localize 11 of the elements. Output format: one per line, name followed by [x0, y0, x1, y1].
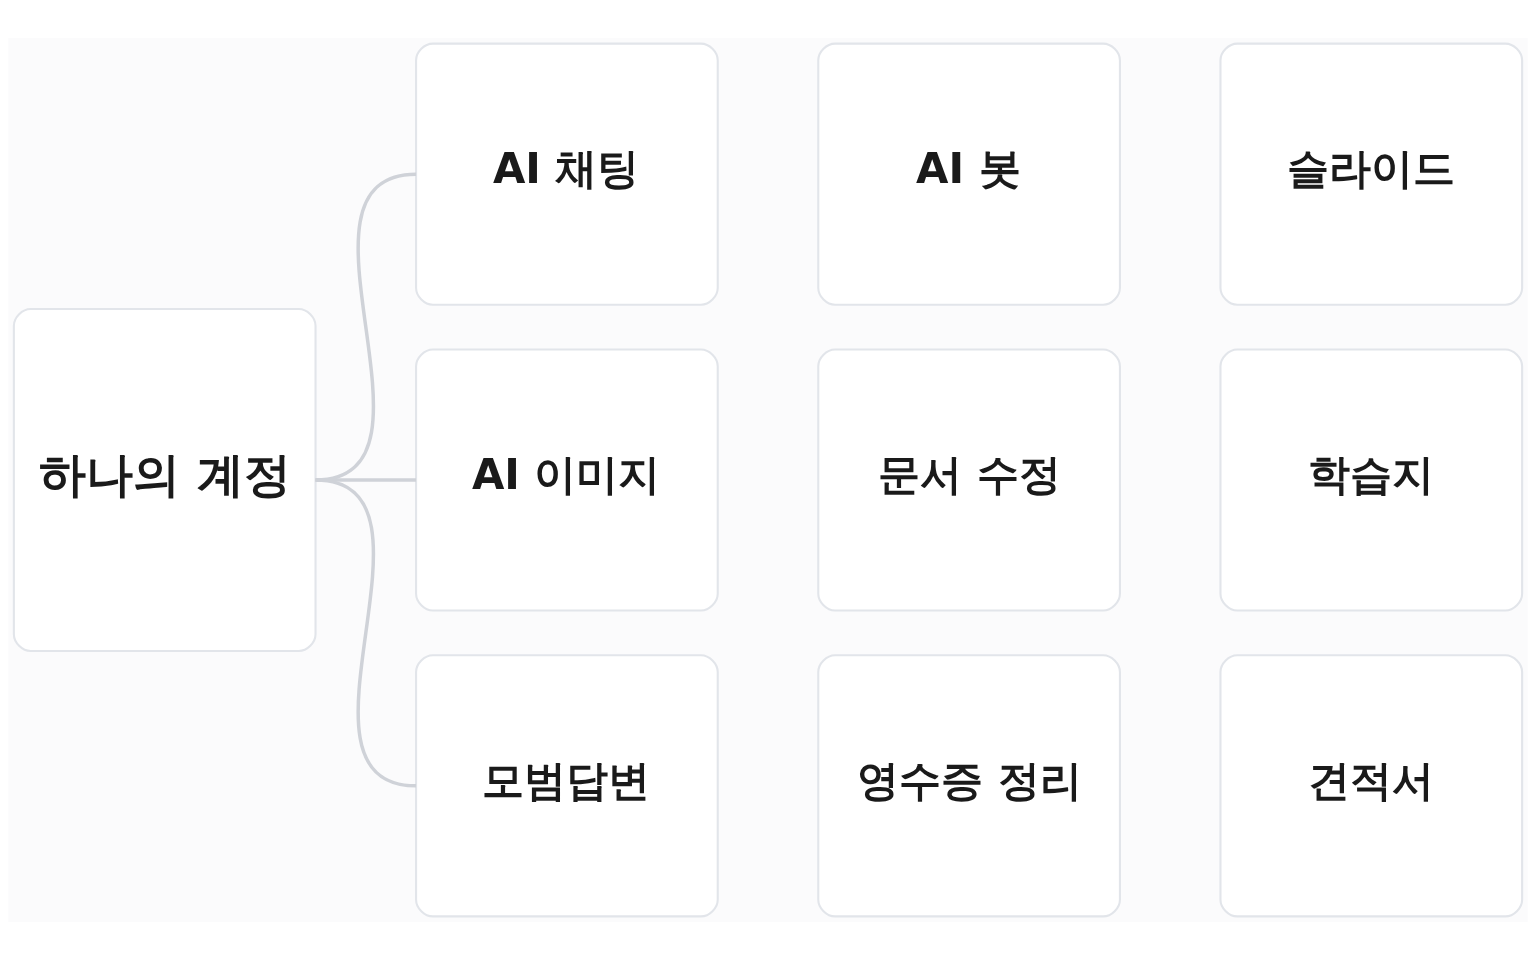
node-box: AI 채팅 [415, 42, 719, 306]
connector [315, 478, 417, 788]
node-box: AI 봇 [817, 42, 1121, 306]
node-box: 견적서 [1219, 654, 1524, 918]
node-box: 문서 수정 [817, 348, 1121, 612]
node-box: 하나의 계정 [12, 307, 317, 653]
node-box: 영수증 정리 [817, 654, 1121, 918]
node-box: 모범답변 [415, 654, 719, 918]
node-box: 학습지 [1219, 348, 1524, 612]
node-box: AI 이미지 [415, 348, 719, 612]
node-box: 슬라이드 [1219, 42, 1524, 306]
